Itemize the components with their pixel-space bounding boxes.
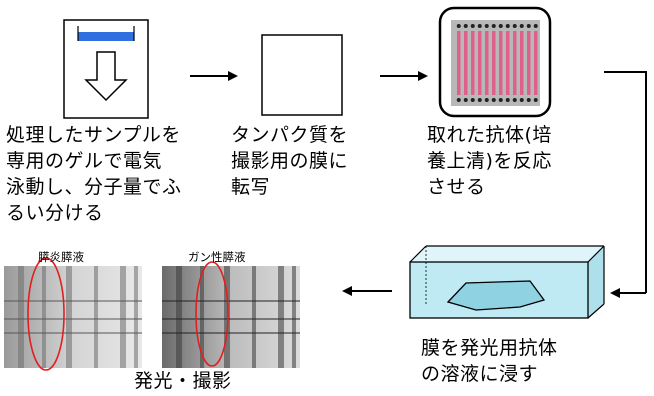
- caption-line: 膜を発光用抗体: [421, 337, 558, 359]
- stripe-dot: [498, 98, 503, 102]
- antibody-stripe: [478, 31, 482, 95]
- stripe-dot: [526, 98, 531, 102]
- antibody-stripe: [471, 31, 475, 95]
- stripe-dot: [477, 98, 482, 102]
- stripe-dot: [519, 24, 524, 28]
- caption-line: 専用のゲルで電気: [6, 150, 163, 172]
- stripe-dot: [526, 24, 531, 28]
- blot-lane: [66, 266, 72, 368]
- stripe-dot: [463, 24, 468, 28]
- blot-band: [4, 332, 142, 334]
- stripe-dot: [505, 98, 510, 102]
- step-electrophoresis-caption: 処理したサンプルを 専用のゲルで電気 泳動し、分子量でふ るい分ける: [6, 122, 182, 226]
- stripe-dot: [533, 24, 538, 28]
- antibody-stripe: [534, 31, 538, 95]
- blot-lane: [224, 266, 230, 368]
- caption-line: の溶液に浸す: [421, 363, 539, 385]
- blot-lane: [292, 266, 296, 368]
- caption-line: 処理したサンプルを: [6, 124, 181, 146]
- antibody-stripe: [513, 31, 517, 95]
- antibody-stripe: [499, 31, 503, 95]
- connector-arrow: [604, 71, 647, 298]
- blot-band: [4, 318, 142, 320]
- caption-line: 転写: [231, 176, 271, 198]
- step-imaging-caption: 発光・撮影: [134, 370, 232, 392]
- antibody-stripe: [527, 31, 531, 95]
- blot-lane: [278, 266, 284, 368]
- step-transfer-caption: タンパク質を 撮影用の膜に 転写: [231, 122, 348, 200]
- stripe-dot: [519, 98, 524, 102]
- stripe-dot: [484, 98, 489, 102]
- stripe-dot: [456, 98, 461, 102]
- caption-line: させる: [427, 176, 486, 198]
- blot-band: [4, 300, 142, 302]
- antibody-membrane-icon: [438, 6, 552, 118]
- blot-lane: [200, 266, 204, 368]
- antibody-stripe: [457, 31, 461, 95]
- stripe-dot: [463, 98, 468, 102]
- step-antibody-caption: 取れた抗体(培 養上清)を反応 させる: [427, 122, 552, 200]
- blot-label-pancreatitis: 膵炎膵液: [38, 250, 84, 264]
- stripe-dot: [456, 24, 461, 28]
- blot-band: [162, 332, 300, 334]
- membrane-icon: [261, 34, 343, 116]
- antibody-stripe: [506, 31, 510, 95]
- stripe-dot: [470, 98, 475, 102]
- stripe-dot: [505, 24, 510, 28]
- antibody-stripe: [520, 31, 524, 95]
- caption-line: 泳動し、分子量でふ: [6, 176, 182, 198]
- stripe-dot: [477, 24, 482, 28]
- gel-tank-icon: [63, 19, 149, 119]
- blot-image-pancreatitis: [4, 257, 142, 371]
- solution-tank-icon: [409, 245, 605, 319]
- blot-band: [162, 300, 300, 302]
- stripe-dot: [498, 24, 503, 28]
- blot-lane: [120, 266, 126, 368]
- blot-lane: [42, 266, 46, 368]
- blot-label-cancer: ガン性膵液: [188, 250, 246, 264]
- caption-line: るい分ける: [6, 202, 104, 224]
- antibody-stripe: [464, 31, 468, 95]
- stripe-dot: [484, 24, 489, 28]
- stripe-dot: [533, 98, 538, 102]
- stripe-dot: [470, 24, 475, 28]
- stripe-dot: [491, 24, 496, 28]
- antibody-stripe: [485, 31, 489, 95]
- stripe-dot: [512, 98, 517, 102]
- caption-line: 取れた抗体(培: [427, 124, 552, 146]
- step-soak-caption: 膜を発光用抗体 の溶液に浸す: [421, 335, 558, 387]
- blot-lane: [94, 266, 98, 368]
- caption-line: タンパク質を: [231, 124, 349, 146]
- caption-line: 養上清)を反応: [427, 150, 552, 172]
- stripe-dot: [491, 98, 496, 102]
- antibody-stripe: [492, 31, 496, 95]
- stripe-dot: [512, 24, 517, 28]
- blot-lane: [18, 266, 24, 368]
- blot-image-cancer: [162, 261, 300, 368]
- blot-band: [162, 318, 300, 320]
- caption-line: 撮影用の膜に: [231, 150, 349, 172]
- blot-lane: [134, 266, 138, 368]
- blot-lane: [252, 266, 256, 368]
- blot-lane: [176, 266, 182, 368]
